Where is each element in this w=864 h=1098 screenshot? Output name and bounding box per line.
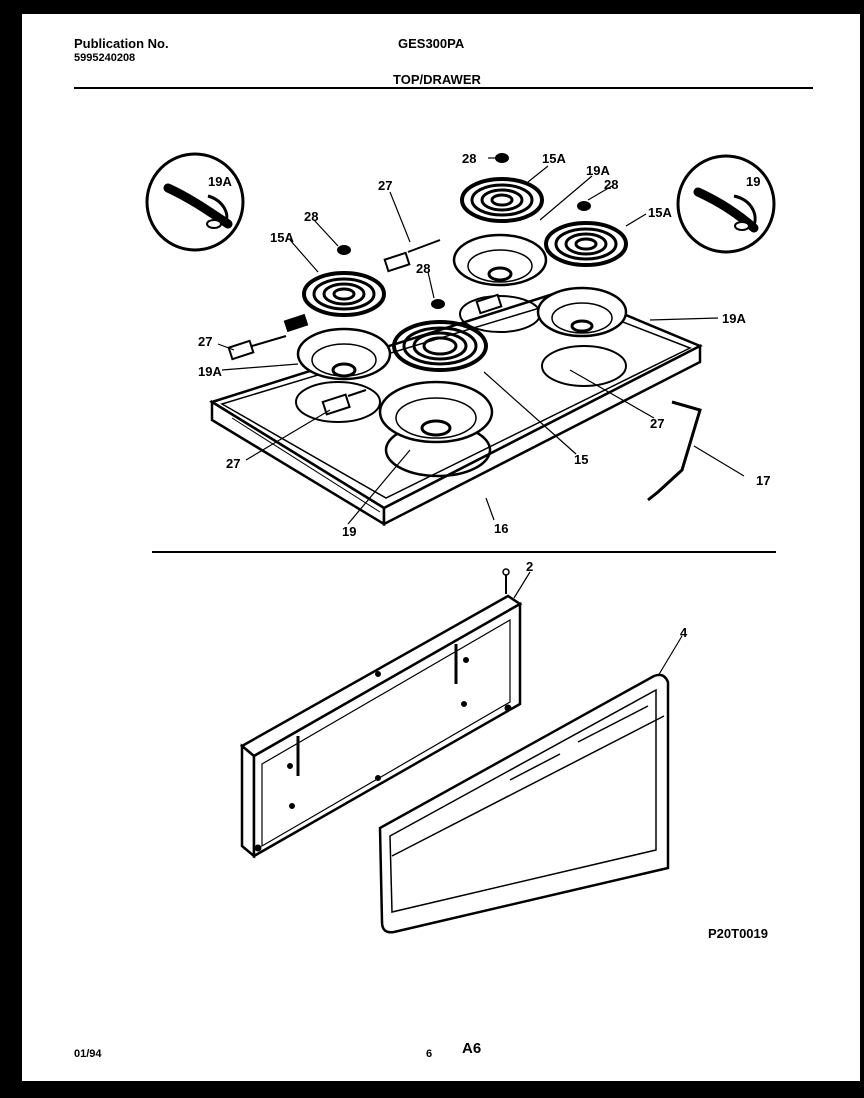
callout-28-right: 28 (604, 177, 618, 192)
callout-27-right: 27 (650, 416, 664, 431)
inset-detail-left (145, 152, 245, 252)
inset-detail-right (676, 154, 776, 254)
callout-28-mid: 28 (416, 261, 430, 276)
figure-id: P20T0019 (708, 926, 768, 941)
callout-27-top: 27 (378, 178, 392, 193)
callout-27-left: 27 (198, 334, 212, 349)
callout-19: 19 (342, 524, 356, 539)
callout-27-bottom: 27 (226, 456, 240, 471)
leader-lines (217, 157, 745, 525)
callout-15: 15 (574, 452, 588, 467)
callout-17: 17 (756, 473, 770, 488)
callout-15a-left: 15A (270, 230, 294, 245)
inset-callout-19: 19 (746, 174, 760, 189)
footer-date: 01/94 (74, 1048, 102, 1060)
callout-28-top: 28 (462, 151, 476, 166)
model-number: GES300PA (398, 36, 465, 51)
publication-number: 5995240208 (74, 52, 136, 64)
callout-16: 16 (494, 521, 508, 536)
callout-19a-left: 19A (198, 364, 222, 379)
callout-2: 2 (526, 559, 533, 574)
publication-label: Publication No. (74, 36, 169, 51)
surface-elements (302, 177, 628, 372)
footer-page: 6 (426, 1048, 433, 1060)
callout-19a-top: 19A (586, 163, 610, 178)
inset-callout-19a: 19A (208, 174, 232, 189)
callout-15a-right: 15A (648, 205, 672, 220)
bracket-17 (647, 400, 702, 502)
element-terminals (337, 153, 591, 309)
callout-15a-top: 15A (542, 151, 566, 166)
drip-pans (296, 233, 628, 444)
drawer-liner-2 (239, 594, 523, 859)
footer-sheet: A6 (462, 1040, 482, 1057)
callout-19a-right: 19A (722, 311, 746, 326)
callout-4: 4 (680, 625, 688, 640)
section-title: TOP/DRAWER (393, 72, 481, 87)
receptacles (227, 239, 503, 416)
callout-28-left: 28 (304, 209, 318, 224)
